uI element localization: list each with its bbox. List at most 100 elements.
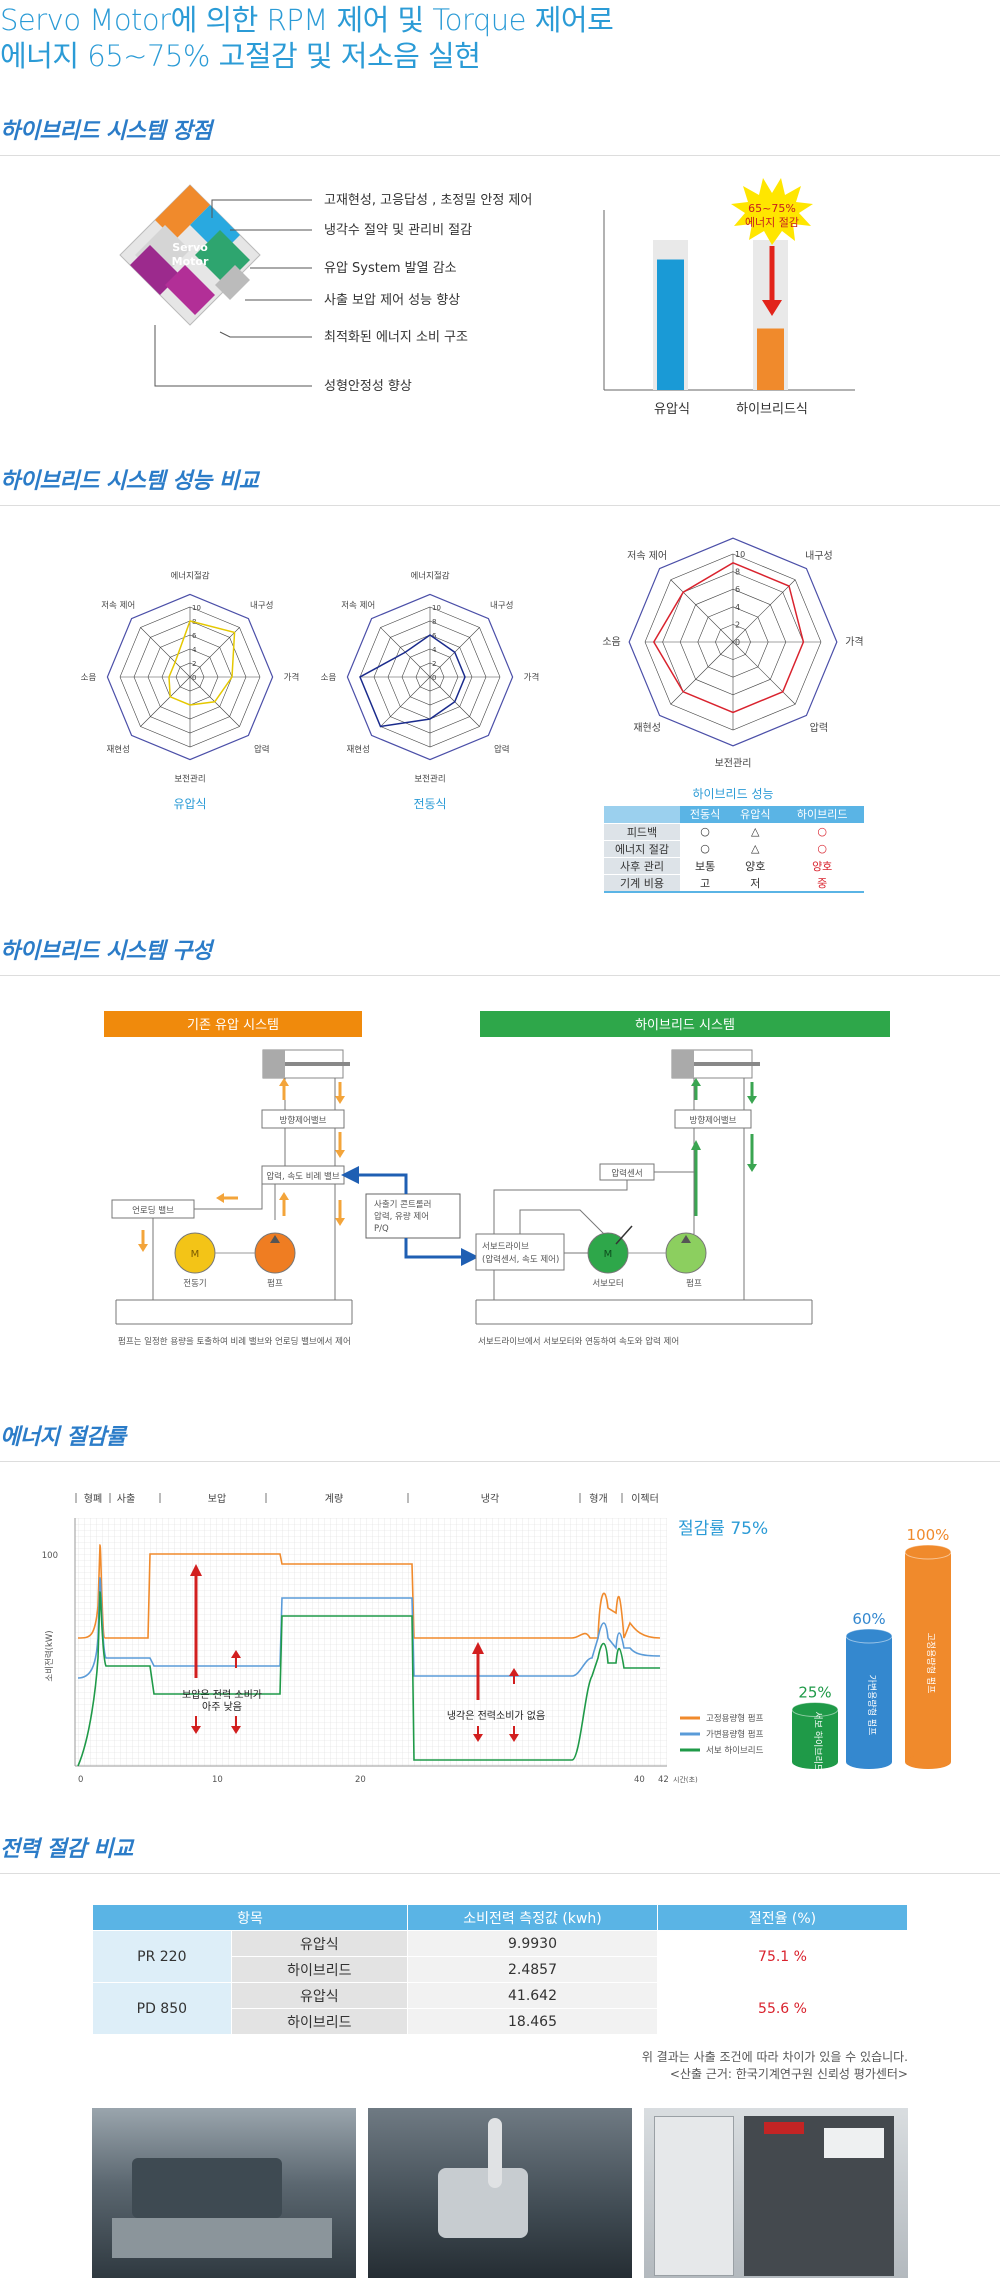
table-header: 소비전력 측정값 (kwh) — [407, 1904, 658, 1931]
radar-tick: 8 — [735, 568, 740, 577]
advantage-item: 사출 보압 제어 성능 향상 — [324, 293, 460, 308]
radar-axis-label: 재현성 — [633, 722, 661, 734]
radar-axis-label: 가격 — [284, 672, 300, 683]
radar-tick: 2 — [192, 660, 196, 668]
servo-drive-line-1: 서보드라이브 — [482, 1241, 529, 1252]
cylinder-percent: 100% — [907, 1526, 950, 1544]
radar-tick: 0 — [735, 638, 740, 647]
radar-axis-label: 압력 — [494, 744, 510, 755]
radar-tick: 0 — [192, 674, 196, 682]
type-cell: 유압식 — [230, 1930, 409, 1957]
radar-axis-label: 저속 제어 — [627, 550, 667, 562]
x-tick: 0 — [78, 1775, 83, 1785]
radar-axis-label: 소음 — [321, 673, 337, 683]
system-diagram: 기존 유압 시스템 방향제어밸브 압력, 속도 비례 밸브 언로딩 밸브 M 전… — [104, 1011, 890, 1347]
legend-item: 서보 하이브리드 — [706, 1745, 764, 1756]
radar-tick: 6 — [432, 632, 437, 640]
footnote-line-2: <산출 근거: 한국기계연구원 신뢰성 평가센터> — [669, 2067, 908, 2081]
right-caption: 서보드라이브에서 서보모터와 연동하여 속도와 압력 제어 — [478, 1336, 679, 1347]
machine-photo — [92, 2108, 356, 2278]
table-cell: ○ — [680, 823, 731, 841]
legend-item: 가변용량형 펌프 — [706, 1729, 764, 1740]
section-power-header: 전력 절감 비교 — [0, 1826, 1000, 1874]
radar-tick: 4 — [735, 603, 740, 612]
pump-label: 펌프 — [686, 1278, 702, 1289]
comparison-table: 전동식 유압식 하이브리드 피드백 ○ △ ○ 에너지 절감 ○ △ ○ 사후 … — [604, 806, 864, 893]
table-row: 기계 비용 고 저 중 — [604, 874, 864, 892]
x-tick: 10 — [212, 1775, 223, 1785]
table-header: 유압식 — [730, 806, 781, 824]
table-header: 절전율 (%) — [657, 1904, 908, 1931]
machine-photo — [644, 2108, 908, 2278]
radar-axis-label: 소음 — [81, 673, 97, 683]
radar-caption: 하이브리드 성능 — [692, 787, 773, 801]
saving-rate-title: 절감률 75% — [678, 1519, 768, 1539]
unload-valve-label: 언로딩 밸브 — [132, 1205, 174, 1216]
advantage-list: 고재현성, 고응답성 , 초정밀 안정 제어 냉각수 절약 및 관리비 절감 유… — [324, 193, 532, 394]
radar-tick: 6 — [735, 585, 740, 594]
section-title: 하이브리드 시스템 구성 — [0, 939, 212, 964]
table-cell: 보통 — [680, 857, 731, 875]
radar-axis-label: 저속 제어 — [341, 600, 375, 611]
value-cell: 41.642 — [407, 1982, 658, 2009]
table-cell: 중 — [780, 874, 864, 892]
annotation-hold-2: 아주 낮음 — [202, 1701, 242, 1713]
radar-axis-label: 보전관리 — [715, 757, 752, 769]
radar-axis-label: 가격 — [845, 635, 863, 648]
hero-title: Servo Motor에 의한 RPM 제어 및 Torque 제어로 에너지 … — [0, 2, 1000, 74]
section-title: 하이브리드 시스템 성능 비교 — [0, 469, 259, 494]
row-label: 피드백 — [604, 823, 680, 841]
dir-valve-label: 방향제어밸브 — [690, 1115, 737, 1126]
section-energy-header: 에너지 절감률 — [0, 1414, 1000, 1462]
servo-drive-line-2: (압력센서, 속도 제어) — [482, 1254, 559, 1265]
phase-label: 이젝터 — [631, 1493, 659, 1505]
hero-line-2: 에너지 65~75% 고절감 및 저소음 실현 — [0, 39, 481, 73]
radar-axis-label: 재현성 — [106, 745, 129, 755]
radar-axis-label: 저속 제어 — [101, 600, 135, 611]
table-row: 피드백 ○ △ ○ — [604, 823, 864, 841]
pump-label: 펌프 — [267, 1278, 283, 1289]
power-table: 항목 소비전력 측정값 (kwh) 절전율 (%) PR 220 유압식 9.9… — [92, 1904, 908, 2035]
radar-outline — [346, 593, 514, 761]
table-header: 항목 — [92, 1904, 408, 1931]
pressure-sensor-label: 압력센서 — [611, 1168, 642, 1179]
radar-axis-label: 보전관리 — [174, 774, 205, 785]
table-cell: △ — [730, 840, 781, 858]
section-composition-header: 하이브리드 시스템 구성 — [0, 928, 1000, 976]
type-cell: 하이브리드 — [230, 1956, 409, 1983]
table-header: 하이브리드 — [780, 806, 864, 824]
radar-tick: 2 — [432, 660, 436, 668]
hero-line-1: Servo Motor에 의한 RPM 제어 및 Torque 제어로 — [0, 3, 614, 37]
cylinder-label: 가변용량형 펌프 — [866, 1675, 878, 1736]
table-row: 하이브리드 18.465 — [93, 2008, 908, 2035]
radar-tick: 2 — [735, 620, 740, 629]
rate-cell: 75.1 % — [657, 1930, 908, 1983]
star-burst-icon — [731, 178, 813, 245]
row-label: 에너지 절감 — [604, 840, 680, 858]
x-tick: 20 — [355, 1775, 366, 1785]
radar-axis-label: 에너지절감 — [170, 571, 209, 582]
section-advantages-header: 하이브리드 시스템 장점 — [0, 108, 1000, 156]
table-cell: ○ — [780, 840, 864, 858]
radar-axis-label: 보전관리 — [414, 774, 445, 785]
controller-line-3: P/Q — [374, 1224, 389, 1234]
right-title: 하이브리드 시스템 — [635, 1018, 735, 1033]
radar-series — [652, 561, 805, 714]
radar-axis-label: 에너지절감 — [410, 571, 449, 582]
footnote: 위 결과는 사출 조건에 따라 차이가 있을 수 있습니다. <산출 근거: 한… — [500, 2048, 908, 2082]
chart-legend: 고정용량형 펌프 가변용량형 펌프 서보 하이브리드 — [680, 1713, 764, 1756]
section-title: 전력 절감 비교 — [0, 1837, 133, 1862]
advantage-item: 유압 System 발열 감소 — [324, 261, 457, 276]
model-cell: PR 220 — [92, 1930, 232, 1983]
radar-axis-label: 압력 — [810, 721, 828, 734]
prop-valve-label: 압력, 속도 비례 밸브 — [266, 1171, 340, 1182]
value-cell: 2.4857 — [407, 1956, 658, 1983]
radar-outline — [106, 593, 274, 761]
row-label: 기계 비용 — [604, 874, 680, 892]
bar-label-hybrid: 하이브리드식 — [736, 402, 808, 417]
cylinder-label: 서보 하이브리드 — [812, 1711, 823, 1772]
